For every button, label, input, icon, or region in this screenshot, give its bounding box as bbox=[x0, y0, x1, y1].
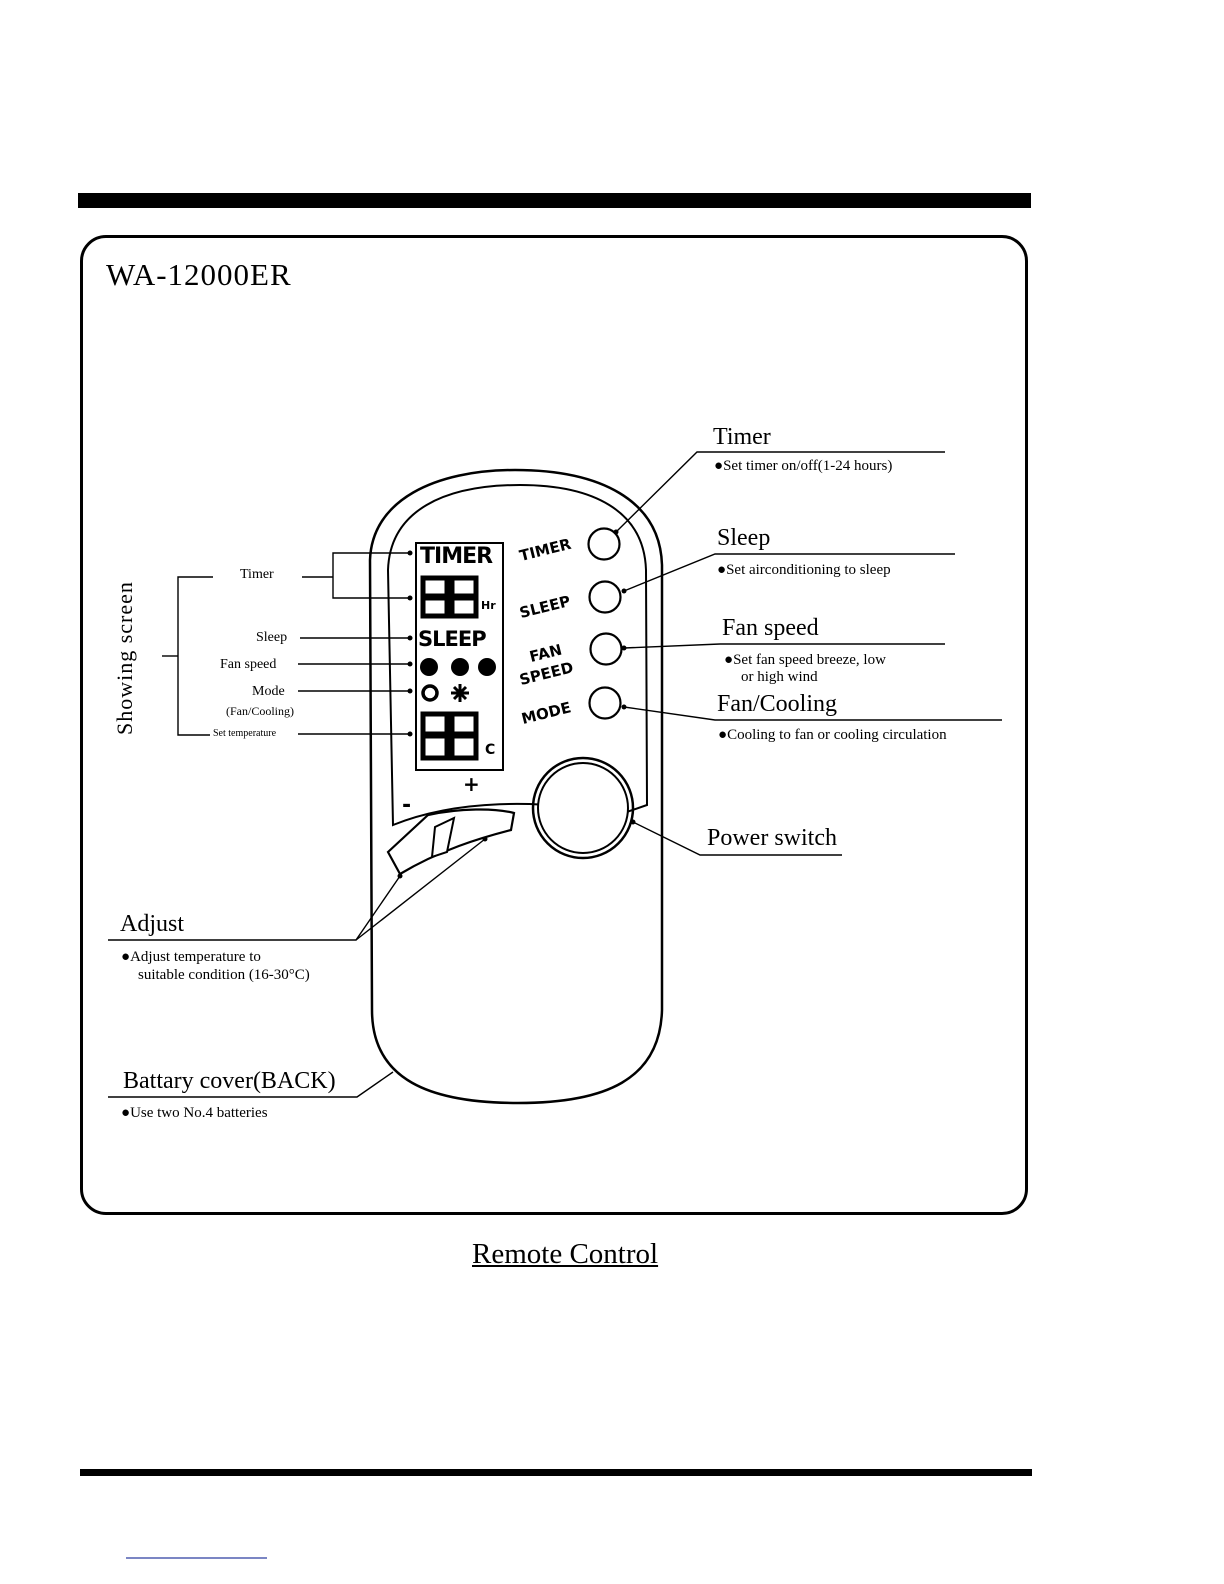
sleep-leader bbox=[623, 553, 955, 592]
bottom-rule bbox=[80, 1469, 1032, 1476]
timer-button bbox=[587, 527, 621, 561]
power-switch-callout-title: Power switch bbox=[707, 825, 837, 851]
sleep-button bbox=[588, 580, 622, 614]
power-leader bbox=[632, 821, 842, 856]
adjust-callout-title: Adjust bbox=[120, 911, 185, 937]
timer-callout-desc: ●Set timer on/off(1-24 hours) bbox=[714, 458, 893, 474]
bullet-icon: ● bbox=[121, 949, 131, 965]
fan-cooling-callout-title: Fan/Cooling bbox=[717, 691, 838, 717]
sleep-callout-desc: ●Set airconditioning to sleep bbox=[717, 562, 891, 578]
battery-callout-title: Battary cover(BACK) bbox=[123, 1068, 336, 1094]
fan-speed-callout-desc: ●Set fan speed breeze, low bbox=[724, 652, 886, 668]
mode-button bbox=[588, 686, 622, 720]
lcd-hr-text: Hr bbox=[481, 599, 496, 612]
fan-speed-leader bbox=[623, 643, 945, 649]
screen-fan-speed-label: Fan speed bbox=[220, 657, 277, 672]
battery-callout-desc: ●Use two No.4 batteries bbox=[121, 1105, 268, 1121]
sleep-callout-title: Sleep bbox=[717, 525, 771, 551]
screen-sleep-label: Sleep bbox=[256, 630, 288, 645]
screen-bracket bbox=[177, 576, 213, 736]
fan-speed-dot-2 bbox=[451, 658, 469, 676]
footer-link-line bbox=[126, 1557, 267, 1559]
fan-speed-callout-desc-2: or high wind bbox=[741, 669, 818, 685]
bullet-icon: ● bbox=[717, 562, 727, 578]
bullet-icon: ● bbox=[714, 458, 724, 474]
screen-set-temperature-label: Set temperature bbox=[213, 728, 277, 739]
model-title: WA-12000ER bbox=[106, 257, 292, 292]
timer-screen-brace bbox=[332, 552, 410, 599]
timer-leader bbox=[615, 451, 945, 533]
lcd-digits-top bbox=[420, 575, 479, 619]
plus-label: + bbox=[463, 772, 480, 796]
figure-caption: Remote Control bbox=[472, 1238, 659, 1270]
adjust-leader-2 bbox=[355, 838, 486, 941]
power-switch-outer bbox=[531, 756, 635, 860]
screen-timer-label: Timer bbox=[240, 567, 274, 582]
fan-speed-dot-1 bbox=[420, 658, 438, 676]
bullet-icon: ● bbox=[724, 652, 734, 668]
fan-speed-callout-title: Fan speed bbox=[722, 615, 819, 641]
adjust-callout-desc: ●Adjust temperature to bbox=[121, 949, 261, 965]
screen-mode-label: Mode bbox=[252, 684, 285, 699]
bullet-icon: ● bbox=[718, 727, 728, 743]
timer-callout-title: Timer bbox=[713, 424, 771, 450]
minus-label: - bbox=[402, 793, 412, 818]
power-switch bbox=[537, 762, 629, 854]
fan-mode-icon bbox=[421, 684, 439, 702]
lcd-timer-text: TIMER bbox=[420, 544, 493, 569]
screen-mode-sub-label: (Fan/Cooling) bbox=[226, 704, 294, 718]
battery-leader bbox=[108, 1071, 394, 1098]
cooling-mode-icon bbox=[451, 684, 469, 702]
lcd-sleep-text: SLEEP bbox=[418, 627, 487, 651]
mode-leader bbox=[623, 706, 1002, 721]
adjust-callout-desc-2: suitable condition (16-30°C) bbox=[138, 967, 310, 983]
fan-cooling-callout-desc: ●Cooling to fan or cooling circulation bbox=[718, 727, 947, 743]
lcd-celsius-text: C bbox=[485, 742, 496, 758]
fan-speed-button bbox=[589, 632, 623, 666]
lcd-window bbox=[415, 542, 504, 771]
fan-speed-dot-3 bbox=[478, 658, 496, 676]
adjust-slider-track bbox=[386, 808, 516, 876]
adjust-slider-knob bbox=[430, 816, 456, 859]
showing-screen-label: Showing screen bbox=[112, 581, 137, 735]
remote-body bbox=[368, 468, 664, 1105]
top-rule bbox=[78, 193, 1031, 208]
lcd-digits-bottom bbox=[420, 711, 479, 761]
remote-face bbox=[386, 483, 649, 827]
diagram-frame bbox=[80, 235, 1028, 1215]
bullet-icon: ● bbox=[121, 1105, 131, 1121]
